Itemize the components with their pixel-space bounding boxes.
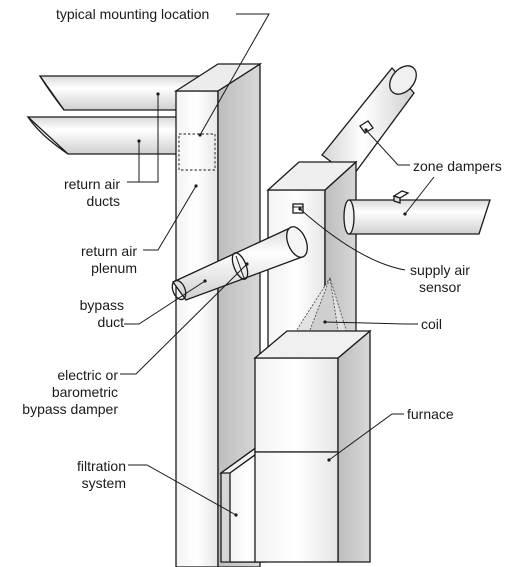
label-line: supply air — [410, 262, 470, 278]
label-supply-air-sensor: supply air sensor — [405, 262, 475, 296]
label-line: system — [81, 475, 126, 491]
return-air-plenum — [173, 62, 263, 567]
label-filtration-system: filtration system — [16, 458, 126, 492]
supply-air-sensor — [292, 203, 304, 214]
mounting-location-marker — [178, 133, 216, 171]
label-line: return air — [63, 176, 120, 192]
label-return-air-ducts: return air ducts — [10, 176, 120, 210]
label-line: bypass — [79, 297, 124, 313]
label-coil: coil — [421, 316, 443, 332]
label-line: filtration — [76, 458, 126, 474]
return-air-ducts — [26, 75, 206, 155]
label-line: plenum — [91, 260, 137, 276]
label-furnace: furnace — [407, 406, 454, 422]
label-typical-mounting-location: typical mounting location — [56, 6, 210, 22]
label-line: duct — [97, 314, 124, 330]
label-line: sensor — [418, 279, 462, 295]
zone-supply-duct — [343, 190, 491, 235]
zone-damper-lower — [392, 190, 410, 204]
label-line: ducts — [86, 193, 120, 209]
label-line: electric or — [57, 367, 118, 383]
label-zone-dampers: zone dampers — [413, 158, 502, 174]
label-line: bypass damper — [22, 401, 118, 417]
supply-duct — [321, 65, 417, 178]
label-line: return air — [80, 243, 137, 259]
label-return-air-plenum: return air plenum — [27, 243, 137, 277]
furnace — [253, 329, 372, 563]
zone-damper-upper — [359, 120, 374, 134]
label-bypass-duct: bypass duct — [14, 297, 124, 331]
label-bypass-damper: electric or barometric bypass damper — [3, 367, 118, 418]
leader-lines — [120, 13, 435, 517]
label-line: barometric — [51, 384, 118, 400]
